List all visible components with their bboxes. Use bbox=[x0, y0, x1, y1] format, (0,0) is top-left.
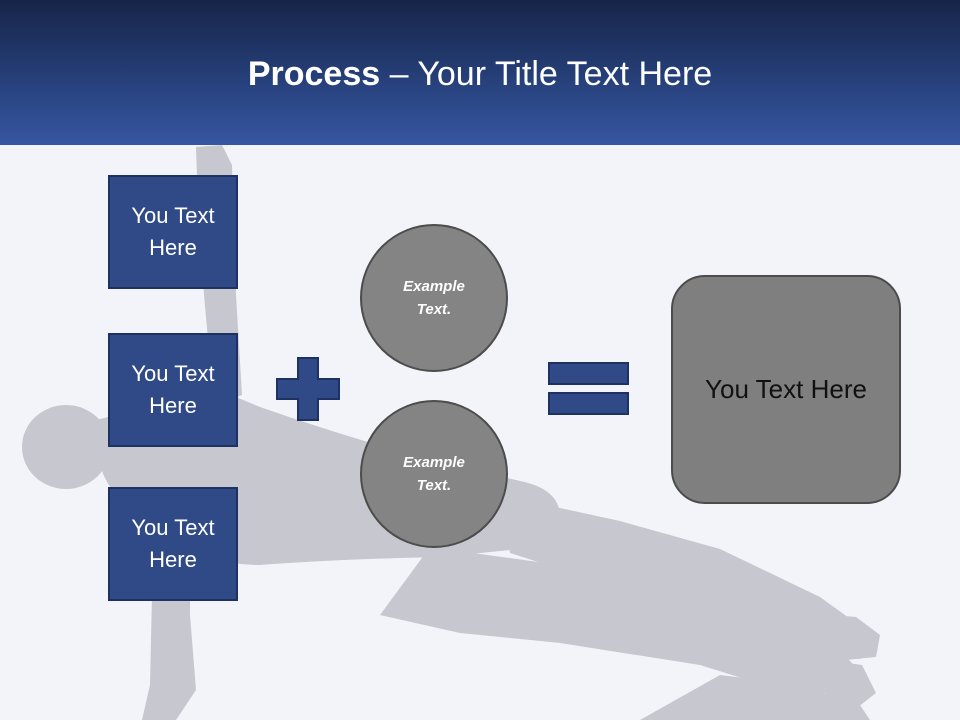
equals-icon bbox=[548, 362, 629, 415]
title-rest: – Your Title Text Here bbox=[380, 55, 713, 93]
text-box-2: You Text Here bbox=[108, 333, 238, 447]
text-box-2-label: You Text Here bbox=[131, 361, 215, 418]
text-box-3: You Text Here bbox=[108, 487, 238, 601]
text-box-1-label: You Text Here bbox=[131, 203, 215, 260]
plus-icon bbox=[276, 357, 340, 421]
example-circle-1-label: Example Text. bbox=[403, 278, 465, 318]
example-circle-1: Example Text. bbox=[360, 224, 508, 372]
result-box: You Text Here bbox=[671, 275, 901, 504]
slide-title: Process – Your Title Text Here bbox=[0, 50, 960, 98]
example-circle-2-label: Example Text. bbox=[403, 454, 465, 494]
example-circle-2: Example Text. bbox=[360, 400, 508, 548]
text-box-3-label: You Text Here bbox=[131, 515, 215, 572]
title-bold: Process bbox=[247, 55, 381, 93]
result-box-label: You Text Here bbox=[705, 374, 867, 404]
title-bar bbox=[0, 0, 960, 145]
text-box-1: You Text Here bbox=[108, 175, 238, 289]
